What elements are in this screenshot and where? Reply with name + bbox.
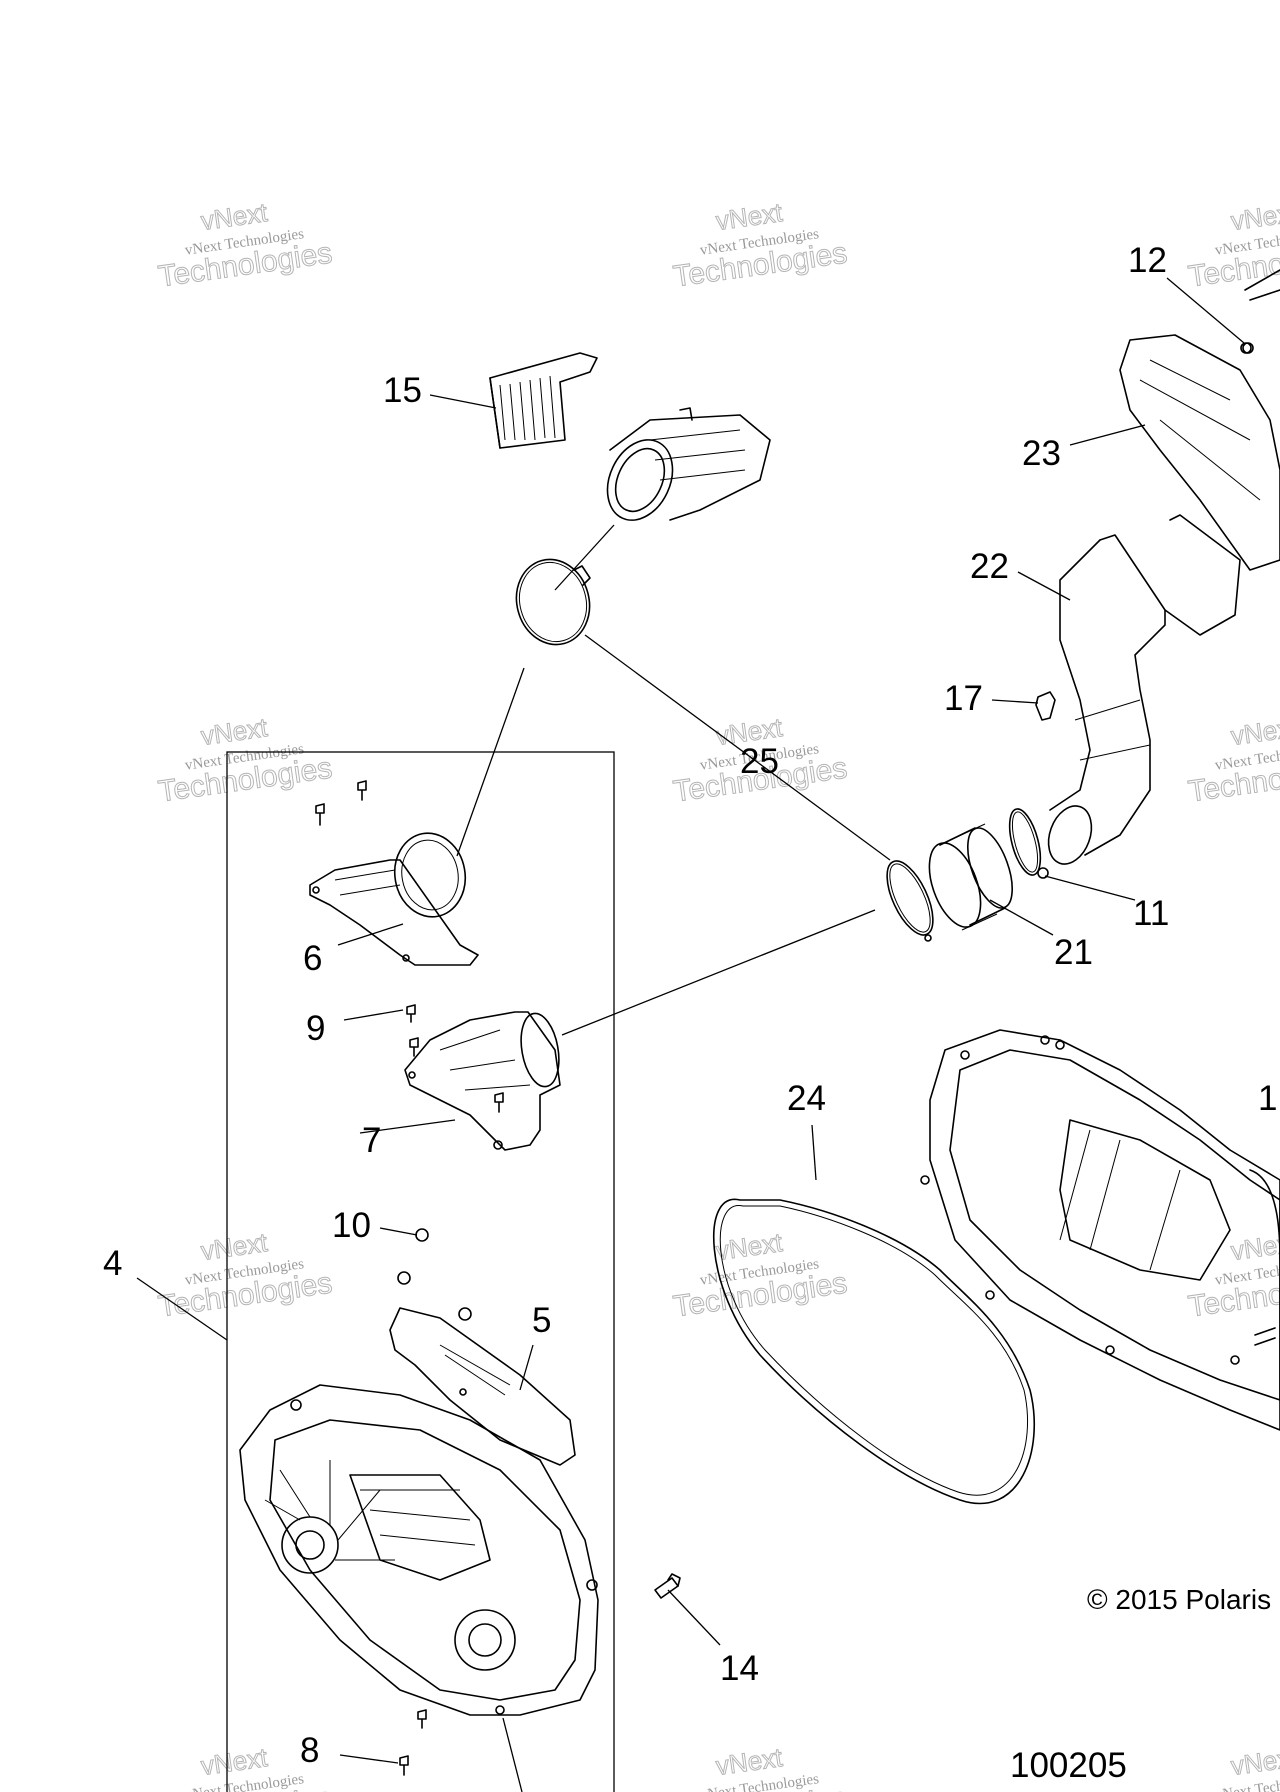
svg-text:vNext: vNext	[1229, 1742, 1280, 1781]
part-coupler	[928, 823, 1013, 931]
part-intake-duct-upper	[606, 407, 771, 521]
callout-5: 5	[532, 1301, 551, 1340]
part-fitting	[1035, 691, 1056, 721]
callout-4: 4	[103, 1244, 122, 1283]
svg-text:vNext: vNext	[714, 197, 785, 236]
svg-text:vNext: vNext	[199, 197, 270, 236]
watermark-low-right: vNext vNext Technologies Technologies	[1186, 1227, 1280, 1325]
svg-text:vNext: vNext	[1229, 712, 1280, 751]
svg-text:vNext: vNext	[1229, 197, 1280, 236]
watermark-mid-left: vNext vNext Technologies Technologies	[156, 712, 335, 810]
part-clutch-cover-outer	[920, 1029, 1280, 1431]
callout-23: 23	[1022, 434, 1061, 473]
callout-7: 7	[362, 1121, 381, 1160]
leader-lines	[136, 277, 1245, 1792]
callout-1: 1	[1258, 1079, 1277, 1118]
part-clamp-ring-lower	[886, 860, 934, 942]
callout-21: 21	[1054, 933, 1093, 972]
callout-25: 25	[740, 742, 779, 781]
watermark-mid-right: vNext vNext Technologies Technologies	[1186, 712, 1280, 810]
callout-11: 11	[1133, 894, 1169, 933]
part-duct-elbow	[404, 1011, 561, 1151]
part-bolts-middle	[406, 1004, 504, 1113]
watermark-low-center: vNext vNext Technologies Technologies	[671, 1227, 850, 1325]
callout-8: 8	[300, 1731, 319, 1770]
part-bolt-12	[1242, 342, 1254, 354]
watermark-bottom-center: vNext vNext Technologies Technologies	[671, 1742, 850, 1792]
part-small-clamp	[1008, 808, 1049, 879]
figure-number: 100205	[1010, 1746, 1127, 1785]
callout-24: 24	[787, 1079, 826, 1118]
callout-12: 12	[1128, 241, 1167, 280]
part-drive-belt	[712, 1198, 1036, 1505]
callout-10: 10	[332, 1206, 371, 1245]
svg-text:vNext: vNext	[1229, 1227, 1280, 1266]
part-clamp-ring-upper	[515, 558, 591, 646]
watermark-top-center: vNext vNext Technologies Technologies	[671, 197, 850, 295]
part-hose	[1047, 514, 1241, 865]
assembly-box	[226, 751, 615, 1792]
part-bolts-lower	[399, 1709, 427, 1776]
part-nuts	[397, 1228, 472, 1321]
part-bolt-14	[654, 1573, 681, 1599]
part-clutch-cover-inner	[239, 1384, 599, 1716]
copyright-notice: © 2015 Polaris	[1087, 1584, 1271, 1615]
part-bolts-upper	[315, 780, 367, 826]
part-vent-grille	[489, 352, 598, 449]
watermark-low-left: vNext vNext Technologies Technologies	[156, 1227, 335, 1325]
watermark-top-left: vNext vNext Technologies Technologies	[156, 197, 335, 295]
svg-text:vNext: vNext	[714, 1227, 785, 1266]
svg-text:vNext: vNext	[199, 712, 270, 751]
callout-14: 14	[720, 1649, 759, 1688]
callout-22: 22	[970, 547, 1009, 586]
part-housing	[1119, 269, 1280, 571]
callout-6: 6	[303, 939, 322, 978]
watermark-bottom-right: vNext vNext Technologies Technologies	[1186, 1742, 1280, 1792]
svg-text:vNext: vNext	[199, 1227, 270, 1266]
part-duct-adapter	[309, 832, 479, 966]
part-heat-shield	[389, 1307, 576, 1466]
callout-15: 15	[383, 371, 422, 410]
svg-text:vNext: vNext	[714, 1742, 785, 1781]
callout-17: 17	[944, 679, 983, 718]
svg-text:vNext: vNext	[199, 1742, 270, 1781]
callout-9: 9	[306, 1009, 325, 1048]
